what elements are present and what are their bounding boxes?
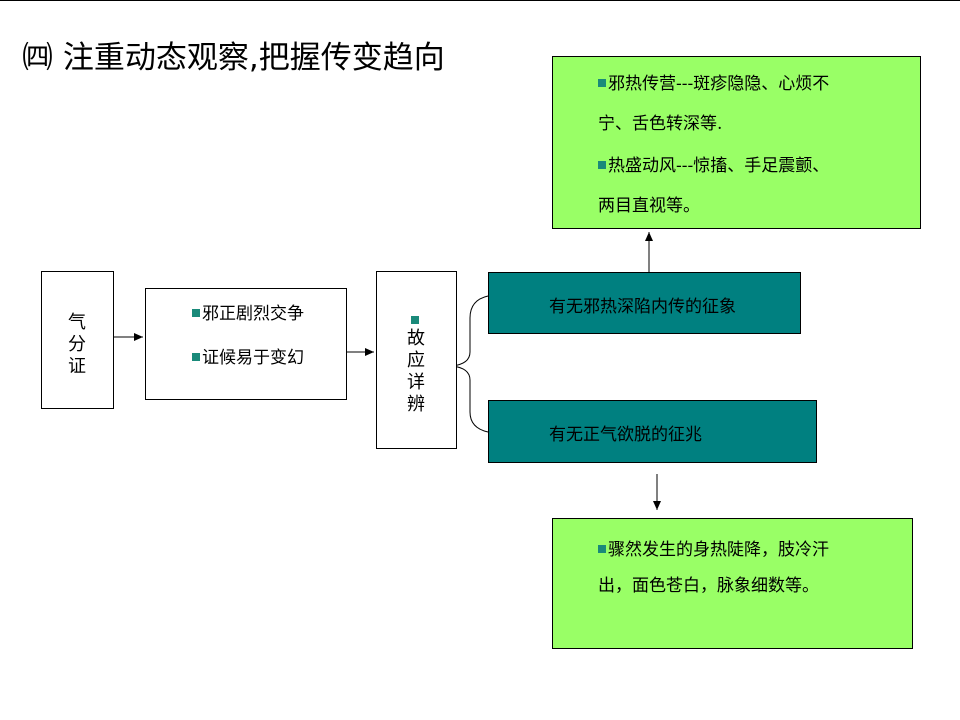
analyze-box: 故应详辨 — [376, 271, 457, 449]
collapse-signs-box: 骤然发生的身热陡降，肢冷汗 出，面色苍白，脉象细数等。 — [552, 518, 913, 649]
feature-item: 证候易于变幻 — [192, 347, 304, 369]
bullet-icon — [192, 309, 200, 317]
sink-sign-line: 邪热传营---斑疹隐隐、心烦不 — [598, 73, 829, 95]
top-border-line — [0, 0, 960, 1]
feature-item: 邪正剧烈交争 — [192, 303, 304, 325]
qi-collapse-box: 有无正气欲脱的征兆 — [488, 400, 817, 463]
brace-bracket — [451, 295, 489, 433]
qi-stage-label: 气分证 — [68, 312, 86, 377]
qi-stage-box: 气分证 — [41, 271, 114, 409]
bullet-icon — [411, 316, 419, 324]
sink-sign-line: 宁、舌色转深等. — [598, 114, 723, 134]
bullet-icon — [598, 79, 606, 87]
slide-title: ㈣ 注重动态观察,把握传变趋向 — [22, 40, 445, 76]
qi-collapse-label: 有无正气欲脱的征兆 — [549, 425, 702, 445]
heat-sink-label: 有无邪热深陷内传的征象 — [549, 297, 736, 317]
heat-sink-box: 有无邪热深陷内传的征象 — [488, 272, 801, 334]
analyze-label: 故应详辨 — [407, 328, 425, 415]
features-box: 邪正剧烈交争 证候易于变幻 — [145, 288, 347, 400]
collapse-sign-line: 骤然发生的身热陡降，肢冷汗 — [598, 539, 829, 561]
bullet-icon — [192, 353, 200, 361]
sink-sign-line: 热盛动风---惊搐、手足震颤、 — [598, 155, 829, 177]
bullet-icon — [598, 161, 606, 169]
collapse-sign-line: 出，面色苍白，脉象细数等。 — [598, 576, 819, 596]
sink-signs-box: 邪热传营---斑疹隐隐、心烦不 宁、舌色转深等. 热盛动风---惊搐、手足震颤、… — [552, 56, 921, 229]
sink-sign-line: 两目直视等。 — [598, 196, 700, 216]
bullet-icon — [598, 545, 606, 553]
